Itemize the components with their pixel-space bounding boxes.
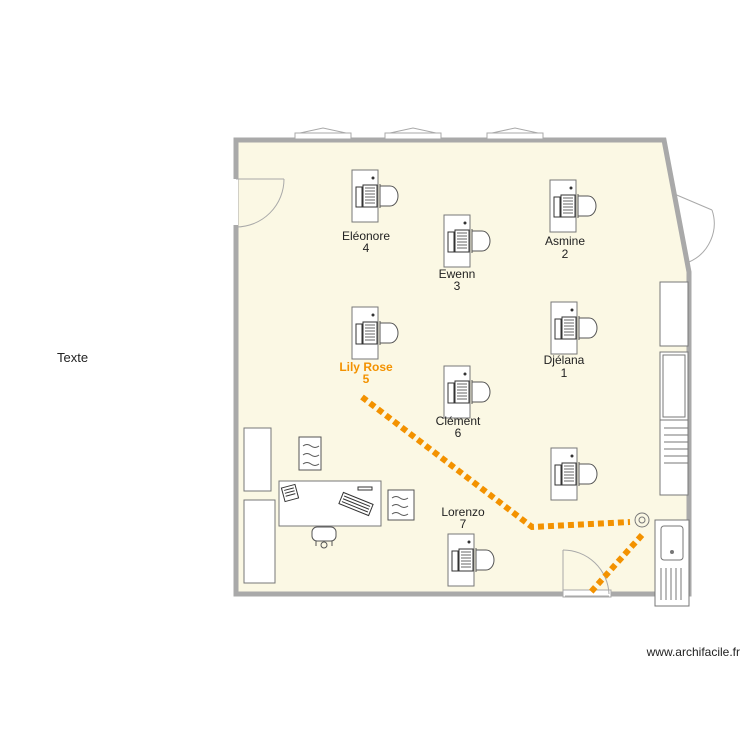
watermark: www.archifacile.fr [646,645,740,659]
door-icon [232,178,285,228]
valve-icon [634,512,650,528]
student-number: 6 [455,426,462,440]
free-text-label: Texte [57,350,88,365]
teacher-desk-icon [278,480,382,549]
student-name: Asmine [545,234,585,248]
student-number: 3 [454,279,461,293]
student-name: Djélana [544,353,585,367]
radiator-icon [298,436,415,521]
evacuation-path [360,394,645,596]
student-name: Eléonore [342,229,390,243]
student-number: 1 [561,366,568,380]
student-number: 2 [562,247,569,261]
window-icon [294,127,544,140]
student-name-highlighted: Lily Rose [339,360,393,374]
door-icon [671,192,715,263]
student-name: Ewenn [439,267,476,281]
door-icon [562,549,612,598]
student-name: Lorenzo [441,505,485,519]
room-walls [233,137,692,597]
student-number-highlighted: 5 [363,372,370,386]
sink-icon [654,519,690,607]
student-name: Clément [436,414,481,428]
cabinet-icon [659,281,689,496]
student-number: 7 [460,517,467,531]
student-number: 4 [363,241,370,255]
cabinet-icon [243,427,276,584]
